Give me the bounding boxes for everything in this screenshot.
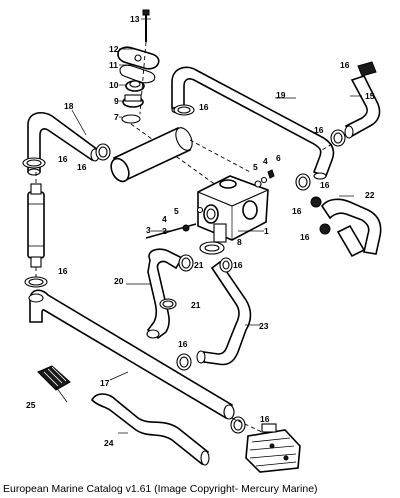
callout-2: 2 [162, 226, 167, 236]
callouts: 1 2 3 4 4 5 5 6 7 8 9 10 11 12 13 15 16 … [26, 14, 375, 448]
callout-4-left: 4 [162, 214, 167, 224]
clamp-16-left-lower [24, 276, 48, 288]
callout-16-hose17-end: 16 [260, 414, 270, 424]
clamp-21-upper [178, 254, 194, 272]
callout-16-left-upper: 16 [58, 154, 68, 164]
callout-16-hose19-bottom: 16 [320, 180, 330, 190]
callout-19: 19 [276, 90, 286, 100]
clamp-16-center [219, 257, 233, 273]
callout-15: 15 [365, 91, 375, 101]
callout-16-top-right: 16 [340, 60, 350, 70]
clamp-16-hose17-end [230, 416, 246, 434]
manifold-1 [197, 175, 269, 243]
hose-20 [146, 248, 184, 340]
callout-22: 22 [365, 190, 375, 200]
callout-18: 18 [64, 101, 74, 111]
callout-9: 9 [114, 96, 119, 106]
callout-12: 12 [109, 44, 119, 54]
callout-16-hose18: 16 [77, 162, 87, 172]
fittings-4-5-6 [196, 169, 275, 214]
clamp-16-hose22-b [319, 223, 331, 235]
callout-6: 6 [276, 153, 281, 163]
clamp-16-left-upper [22, 157, 46, 169]
callout-11: 11 [109, 60, 118, 70]
clamp-21-lower [159, 298, 177, 310]
callout-13: 13 [130, 14, 140, 24]
callout-21-upper: 21 [194, 260, 204, 270]
callout-16-hose22-b: 16 [300, 232, 310, 242]
callout-21-lower: 21 [191, 300, 201, 310]
hose-23 [196, 260, 252, 366]
leader-lines [55, 18, 362, 434]
callout-3: 3 [146, 225, 151, 235]
clamp-16-hose19-bottom [295, 173, 311, 191]
callout-16-center: 16 [233, 260, 243, 270]
cooler-cylinder [27, 183, 45, 268]
callout-5-right: 5 [253, 162, 258, 172]
clamp-16-hose15 [330, 129, 346, 147]
callout-20: 20 [114, 276, 124, 286]
callout-16-hose19-top: 16 [199, 102, 209, 112]
callout-16-hose22-a: 16 [292, 206, 302, 216]
callout-17: 17 [100, 378, 110, 388]
hose-22 [321, 198, 382, 258]
callout-16-left-lower: 16 [58, 266, 68, 276]
thermostat-9 [122, 94, 144, 108]
callout-25: 25 [26, 400, 36, 410]
callout-23: 23 [259, 321, 269, 331]
image-caption: European Marine Catalog v1.61 (Image Cop… [3, 483, 318, 495]
parts-diagram: 1 2 3 4 4 5 5 6 7 8 9 10 11 12 13 15 16 … [22, 9, 382, 473]
callout-1: 1 [264, 226, 269, 236]
pump-housing [245, 423, 301, 473]
callout-5-left: 5 [174, 206, 179, 216]
coupling-25 [37, 365, 71, 391]
gasket-8 [199, 241, 225, 255]
fitting-10 [125, 80, 145, 92]
cap-16-top-right [357, 61, 377, 77]
rod-3 [145, 223, 197, 239]
hose-24 [91, 393, 210, 466]
hose-17 [28, 289, 235, 420]
callout-8: 8 [237, 237, 242, 247]
callout-16-hose23: 16 [178, 339, 188, 349]
callout-4-right: 4 [263, 156, 268, 166]
hose-15 [344, 75, 381, 139]
callout-10: 10 [109, 80, 119, 90]
exchanger-tube [110, 126, 193, 183]
seal-7 [121, 114, 141, 124]
bolt-13 [142, 9, 150, 42]
clamp-16-hose22-a [310, 196, 322, 208]
cover-12 [117, 46, 160, 70]
clamp-16-hose23 [176, 353, 192, 371]
clamp-16-hose18-end [95, 143, 111, 161]
callout-24: 24 [104, 438, 114, 448]
callout-7: 7 [114, 112, 119, 122]
clamp-16-hose19-top [173, 104, 195, 116]
callout-16-hose15: 16 [314, 125, 324, 135]
